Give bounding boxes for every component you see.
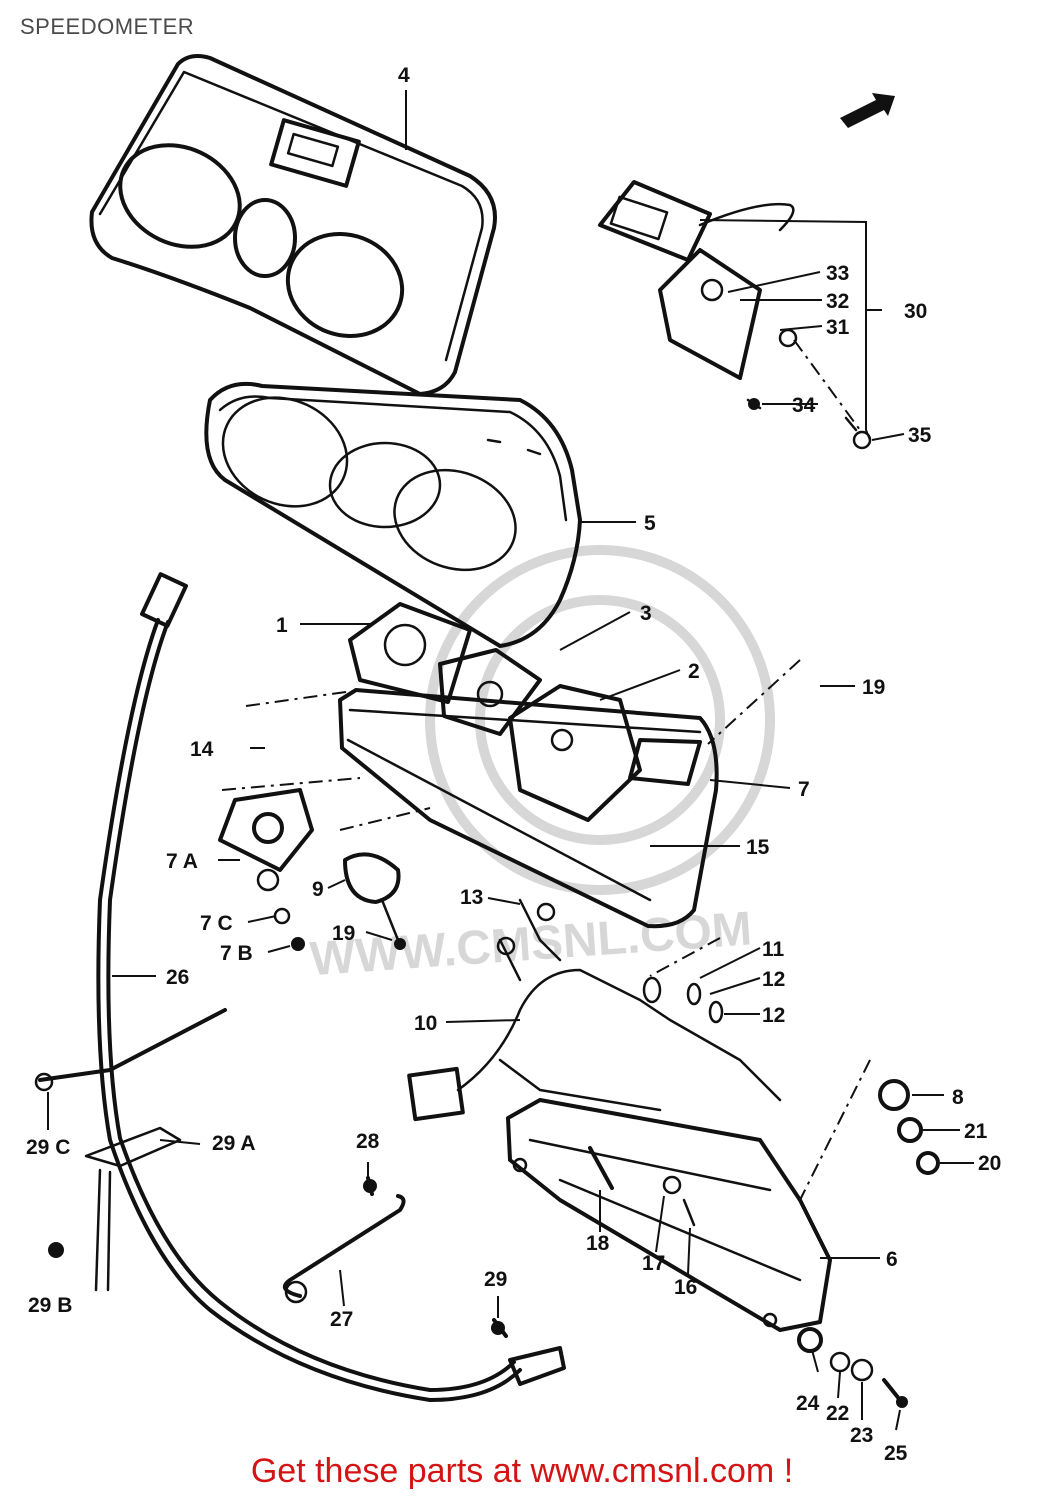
callout-23: 23 [850, 1424, 873, 1447]
callout-4: 4 [398, 64, 410, 87]
bolts-28-29 [48, 1176, 508, 1338]
part-1-tachometer [348, 602, 472, 704]
watermark-logo: WWW.CMSNL.COM [308, 545, 775, 986]
callout-28: 28 [356, 1130, 380, 1153]
part-29a-cable-clamp [84, 1126, 182, 1292]
callout-6: 6 [886, 1248, 898, 1271]
callout-7: 7 [798, 778, 810, 801]
callout-29b: 29 B [28, 1294, 72, 1317]
callout-32: 32 [826, 290, 849, 313]
callout-31: 31 [826, 316, 850, 339]
callout-2: 2 [688, 660, 700, 683]
callout-29: 29 [484, 1268, 507, 1291]
exploded-parts-diagram: WWW.CMSNL.COM [26, 54, 1001, 1465]
callout-14: 14 [190, 738, 214, 761]
callout-19-top: 19 [862, 676, 885, 699]
callout-5: 5 [644, 512, 656, 535]
part-10-wiring-harness [407, 898, 782, 1122]
part-26-speedometer-cable [34, 572, 566, 1402]
callout-21: 21 [964, 1120, 988, 1143]
callout-33: 33 [826, 262, 849, 285]
callout-30: 30 [904, 300, 927, 323]
callout-11: 11 [762, 938, 785, 961]
callout-8: 8 [952, 1086, 964, 1109]
part-3-gauge [438, 648, 542, 736]
callout-34: 34 [792, 394, 816, 417]
callout-3: 3 [640, 602, 652, 625]
callout-7c: 7 C [200, 912, 233, 935]
part-7a-bracket [218, 788, 314, 951]
callout-17: 17 [642, 1252, 665, 1275]
callout-15: 15 [746, 836, 770, 859]
callout-7b: 7 B [220, 942, 253, 965]
callout-12-b: 12 [762, 1004, 785, 1027]
callout-35: 35 [908, 424, 932, 447]
callout-9: 9 [312, 878, 324, 901]
part-27-cable-guide [282, 1194, 406, 1304]
callout-19-bottom: 19 [332, 922, 355, 945]
direction-arrow-icon [840, 93, 895, 128]
callout-16: 16 [674, 1276, 697, 1299]
callout-13: 13 [460, 886, 483, 909]
callout-20: 20 [978, 1152, 1001, 1175]
part-4-meter-cover [89, 54, 497, 396]
callout-25: 25 [884, 1442, 908, 1465]
part-6-circuit-board [506, 1098, 832, 1332]
leader-lines [47, 90, 974, 1431]
callout-12-a: 12 [762, 968, 785, 991]
callout-29c: 29 C [26, 1136, 70, 1159]
callout-29a: 29 A [212, 1132, 256, 1155]
callout-27: 27 [330, 1308, 353, 1331]
parts-shop-link[interactable]: Get these parts at www.cmsnl.com ! [250, 1452, 794, 1490]
part-2-speedometer [508, 684, 642, 822]
callout-labels: 4 33 32 31 30 34 35 5 1 3 2 19 14 7 15 7… [26, 64, 1001, 1465]
callout-1: 1 [276, 614, 288, 637]
part-30-indicator-unit [598, 180, 872, 450]
callout-18: 18 [586, 1232, 610, 1255]
bulbs-and-hardware [642, 976, 940, 1408]
diagram-title: SPEEDOMETER [20, 14, 195, 39]
callout-10: 10 [414, 1012, 437, 1035]
part-7-meter-case [338, 688, 719, 929]
callout-22: 22 [826, 1402, 849, 1425]
assembly-lines [221, 339, 871, 1201]
part-9-cover [343, 852, 406, 950]
callout-26: 26 [166, 966, 189, 989]
callout-24: 24 [796, 1392, 820, 1415]
part-5-lens-frame [204, 381, 582, 648]
callout-7a: 7 A [166, 850, 198, 873]
